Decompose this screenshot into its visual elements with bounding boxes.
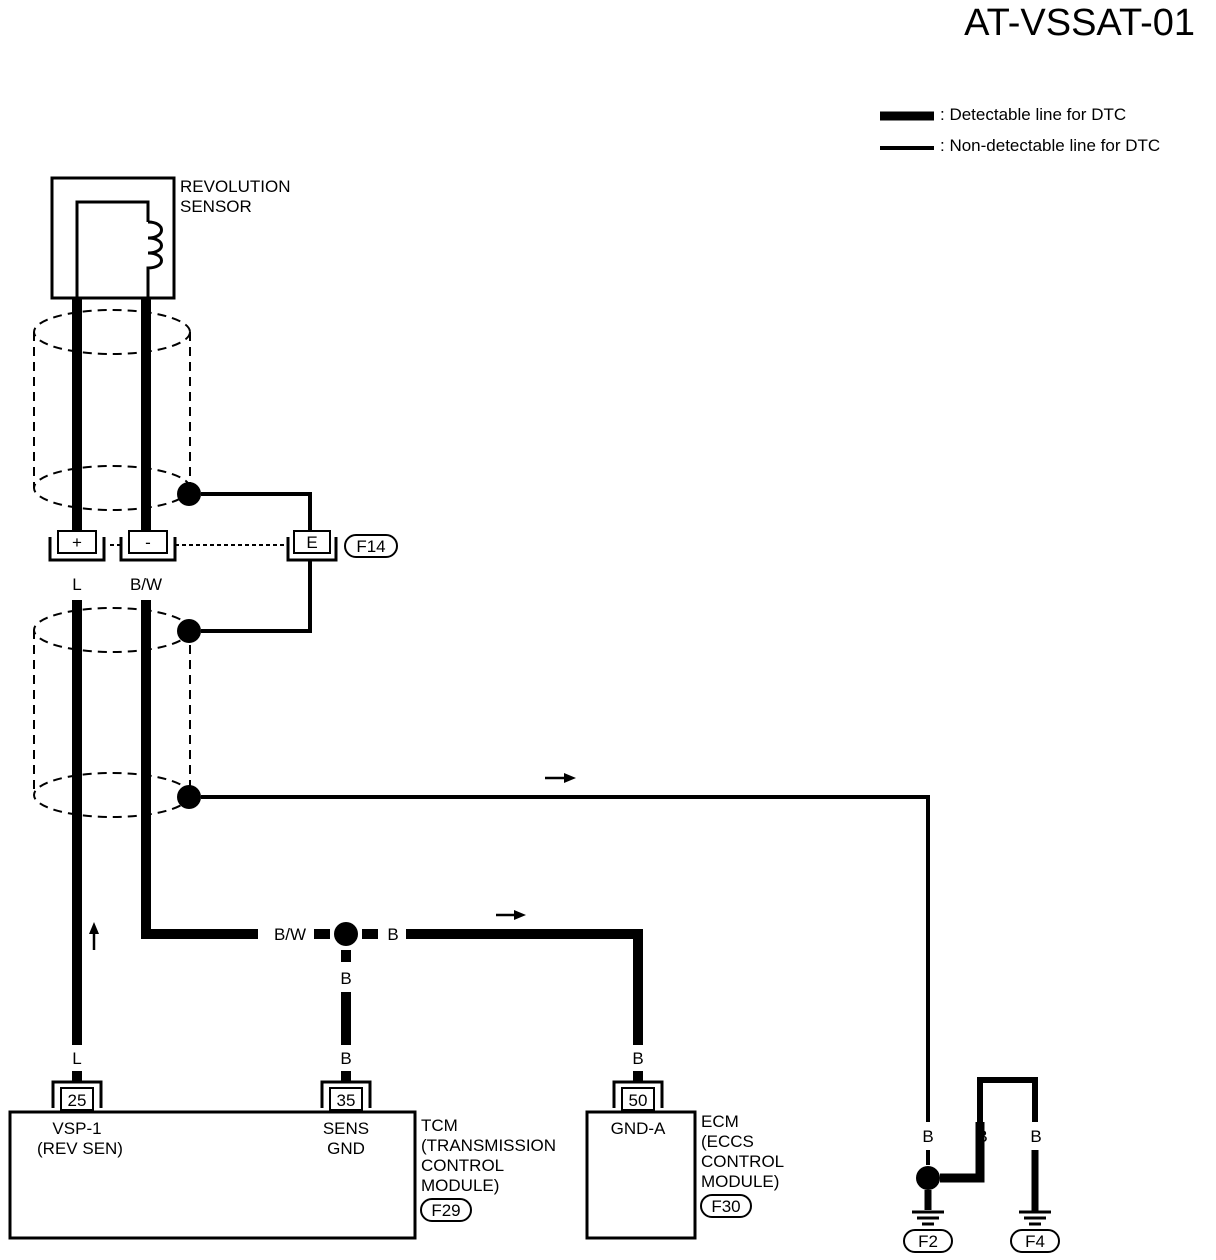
- wire-color-ground-f2: B: [922, 1127, 933, 1146]
- pin-plus-label: +: [72, 533, 82, 552]
- sensor-label-line1: REVOLUTION: [180, 177, 291, 196]
- tcm-module: 25 VSP-1 (REV SEN) 35 SENS GND TCM (TRAN…: [8, 1080, 556, 1240]
- tcm-name-line1: TCM: [421, 1116, 458, 1135]
- wire-color-signal-bottom: L: [72, 1049, 81, 1068]
- wire-color-ecm-ground: B: [632, 1049, 643, 1068]
- tcm-name-line4: MODULE): [421, 1176, 499, 1195]
- legend-detectable-label: : Detectable line for DTC: [940, 105, 1126, 124]
- tcm-terminal-25-number: 25: [68, 1091, 87, 1110]
- tcm-terminal-35: [329, 1087, 363, 1111]
- diagram-title: AT-VSSAT-01: [964, 2, 1195, 44]
- ecm-name-line1: ECM: [701, 1112, 739, 1131]
- ecm-name-line3: CONTROL: [701, 1152, 784, 1171]
- splice-junction: [334, 922, 358, 946]
- shield-lower: [33, 607, 191, 818]
- tcm-connector-id: F29: [431, 1201, 460, 1220]
- wire-color-signal-top: L: [72, 575, 81, 594]
- revolution-sensor: REVOLUTION SENSOR: [50, 176, 291, 300]
- shield-drain: [177, 482, 930, 1122]
- tcm-terminal-35-label-sub: GND: [327, 1139, 365, 1158]
- sensor-connector: + - E F14: [48, 530, 398, 562]
- wire-label-bg: [66, 1045, 88, 1071]
- ecm-ground-wire: [406, 929, 643, 1045]
- ground-splice: [916, 1166, 940, 1190]
- connector-id-badge: [344, 534, 398, 558]
- tcm-terminal-35-number: 35: [337, 1091, 356, 1110]
- ecm-name-line2: (ECCS: [701, 1132, 754, 1151]
- ground-f4-id: F4: [1025, 1232, 1045, 1251]
- wire-color-tcm-ground-mid: B: [340, 969, 351, 988]
- tcm-box: [8, 1110, 417, 1240]
- wire-color-ground-f4: B: [1030, 1127, 1041, 1146]
- ecm-terminal-50-label: GND-A: [611, 1119, 666, 1138]
- sensor-box: [50, 176, 176, 300]
- tcm-terminal-25-label: VSP-1: [52, 1119, 101, 1138]
- pin-minus-label: -: [145, 533, 151, 552]
- ground-f2-badge: [903, 1229, 953, 1253]
- ecm-box: [585, 1110, 697, 1240]
- legend-non-detectable-label: : Non-detectable line for DTC: [940, 136, 1160, 155]
- ecm-terminal-50: [621, 1087, 655, 1111]
- tcm-terminal-25-label-sub: (REV SEN): [37, 1139, 123, 1158]
- ecm-terminal-50-number: 50: [629, 1091, 648, 1110]
- arrow-icon: [89, 922, 99, 950]
- pin-shield-label: E: [306, 533, 317, 552]
- wire-color-ground-junction: B: [387, 925, 398, 944]
- connector-pin-plus: [57, 530, 97, 554]
- wire-color-sensor-ground-junction: B/W: [274, 925, 306, 944]
- arrow-icon: [496, 910, 526, 920]
- tcm-terminal-35-label: SENS: [323, 1119, 369, 1138]
- sensor-ground-wire: [141, 298, 258, 939]
- tcm-terminal-25: [60, 1087, 94, 1111]
- ecm-connector-badge: [700, 1194, 752, 1218]
- ground-f4-icon: [1019, 1210, 1051, 1226]
- legend: : Detectable line for DTC : Non-detectab…: [880, 105, 1160, 155]
- tcm-name-line3: CONTROL: [421, 1156, 504, 1175]
- wire-color-ground-loop: B: [976, 1127, 987, 1146]
- shield-upper: [33, 309, 191, 511]
- ground-f4-badge: [1010, 1229, 1060, 1253]
- ecm-connector-id: F30: [711, 1197, 740, 1216]
- wire-color-tcm-ground: B: [340, 1049, 351, 1068]
- connector-id: F14: [356, 537, 385, 556]
- coil-icon: [75, 200, 163, 298]
- connector-pin-minus: [128, 530, 168, 554]
- arrow-icon: [545, 773, 576, 783]
- sensor-label-line2: SENSOR: [180, 197, 252, 216]
- ecm-module: 50 GND-A ECM (ECCS CONTROL MODULE) F30: [585, 1080, 784, 1240]
- ground-f2-icon: [912, 1210, 944, 1226]
- wire-color-sensor-ground-top: B/W: [130, 575, 162, 594]
- ground-section: B B B F2 F4: [903, 1077, 1060, 1253]
- tcm-connector-badge: [420, 1198, 472, 1222]
- tcm-name-line2: (TRANSMISSION: [421, 1136, 556, 1155]
- ecm-name-line4: MODULE): [701, 1172, 779, 1191]
- wire-label-bg: [66, 570, 88, 596]
- ground-f2-id: F2: [918, 1232, 938, 1251]
